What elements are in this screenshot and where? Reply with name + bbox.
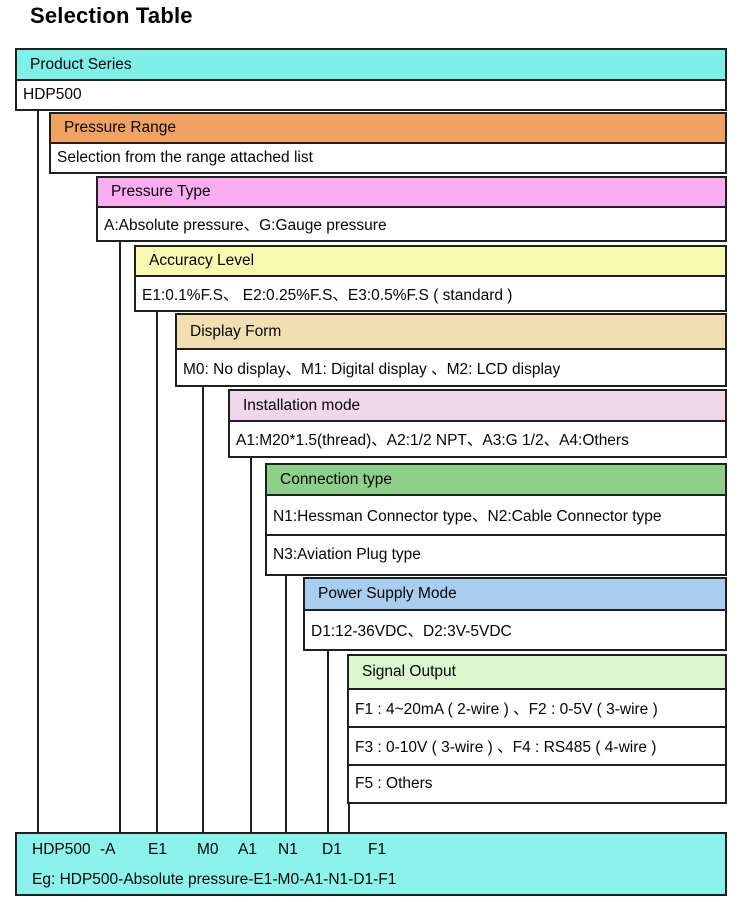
section-header-label: Pressure Range [64,119,177,136]
section-header-product-series: Product Series [17,50,725,79]
order-code-connection: N1 [278,841,298,858]
order-code-display: M0 [197,841,219,858]
section-header-pressure-type: Pressure Type [98,178,725,206]
section-row: A1:M20*1.5(thread)、A2:1/2 NPT、A3:G 1/2、A… [230,420,725,456]
section-header-installation-mode: Installation mode [230,391,725,420]
order-code-inner: HDP500 -A E1 M0 A1 N1 D1 F1 Eg: HDP500-A… [17,834,725,894]
section-row: N1:Hessman Connector type、N2:Cable Conne… [267,494,725,534]
section-row-text: HDP500 [23,86,82,103]
order-code-signal: F1 [368,841,387,858]
section-header-label: Connection type [280,470,393,488]
section-row: HDP500 [17,79,725,109]
section-header-signal-output: Signal Output [349,656,725,688]
connector-line-display [202,387,204,833]
section-row-text: N3:Aviation Plug type [273,546,421,563]
section-accuracy-level: Accuracy Level E1:0.1%F.S、 E2:0.25%F.S、E… [134,245,727,312]
section-row: F1 : 4~20mA ( 2-wire ) 、F2 : 0-5V ( 3-wi… [349,688,725,726]
section-row-text: N1:Hessman Connector type、N2:Cable Conne… [273,508,662,525]
section-row: M0: No display、M1: Digital display 、M2: … [177,348,725,385]
section-header-accuracy-level: Accuracy Level [136,247,725,275]
section-row-text: Selection from the range attached list [57,149,313,166]
section-row-text: F3 : 0-10V ( 3-wire ) 、F4 : RS485 ( 4-wi… [355,739,657,756]
section-connection-type: Connection type N1:Hessman Connector typ… [265,463,727,576]
connector-line-type [119,242,121,833]
section-row-text: E1:0.1%F.S、 E2:0.25%F.S、E3:0.5%F.S ( sta… [142,286,513,304]
section-header-label: Installation mode [243,396,361,414]
section-header-connection-type: Connection type [267,465,725,494]
section-row: E1:0.1%F.S、 E2:0.25%F.S、E3:0.5%F.S ( sta… [136,275,725,310]
section-header-power-supply-mode: Power Supply Mode [305,579,725,609]
section-header-label: Accuracy Level [149,252,255,269]
section-header-label: Pressure Type [111,183,211,200]
section-power-supply-mode: Power Supply Mode D1:12-36VDC、D2:3V-5VDC [303,577,727,651]
section-row: D1:12-36VDC、D2:3V-5VDC [305,609,725,649]
section-header-label: Display Form [190,322,282,340]
order-example: Eg: HDP500-Absolute pressure-E1-M0-A1-N1… [32,871,397,888]
section-product-series: Product Series HDP500 [15,48,727,111]
connector-line-power [327,651,329,833]
section-row: F5 : Others [349,764,725,802]
section-row-text: A:Absolute pressure、G:Gauge pressure [104,217,387,234]
section-row-text: D1:12-36VDC、D2:3V-5VDC [311,623,512,640]
connector-line-installation [250,458,252,833]
order-code-series: HDP500 [32,841,91,858]
order-code-type: -A [100,841,116,858]
section-pressure-range: Pressure Range Selection from the range … [49,112,727,174]
order-code-installation: A1 [238,841,257,858]
section-row-text: A1:M20*1.5(thread)、A2:1/2 NPT、A3:G 1/2、A… [236,432,629,449]
section-installation-mode: Installation mode A1:M20*1.5(thread)、A2:… [228,389,727,458]
connector-line-product [37,111,39,833]
section-display-form: Display Form M0: No display、M1: Digital … [175,313,727,387]
section-row-text: M0: No display、M1: Digital display 、M2: … [183,360,561,378]
section-row: N3:Aviation Plug type [267,534,725,574]
order-code-power: D1 [322,841,342,858]
section-signal-output: Signal Output F1 : 4~20mA ( 2-wire ) 、F2… [347,654,727,804]
section-header-label: Product Series [30,55,132,73]
section-row-text: F5 : Others [355,775,433,792]
section-header-label: Power Supply Mode [318,585,457,602]
section-header-label: Signal Output [362,663,456,680]
connector-line-signal [348,804,350,833]
section-pressure-type: Pressure Type A:Absolute pressure、G:Gaug… [96,176,727,242]
section-row: F3 : 0-10V ( 3-wire ) 、F4 : RS485 ( 4-wi… [349,726,725,764]
page-title: Selection Table [30,3,193,28]
section-header-display-form: Display Form [177,315,725,348]
section-header-pressure-range: Pressure Range [51,114,725,142]
section-row: Selection from the range attached list [51,142,725,172]
order-code-accuracy: E1 [148,841,167,858]
connector-line-connection [285,576,287,833]
section-row: A:Absolute pressure、G:Gauge pressure [98,206,725,240]
section-row-text: F1 : 4~20mA ( 2-wire ) 、F2 : 0-5V ( 3-wi… [355,701,658,718]
order-code-bar: HDP500 -A E1 M0 A1 N1 D1 F1 Eg: HDP500-A… [15,832,727,896]
connector-line-accuracy [156,312,158,833]
